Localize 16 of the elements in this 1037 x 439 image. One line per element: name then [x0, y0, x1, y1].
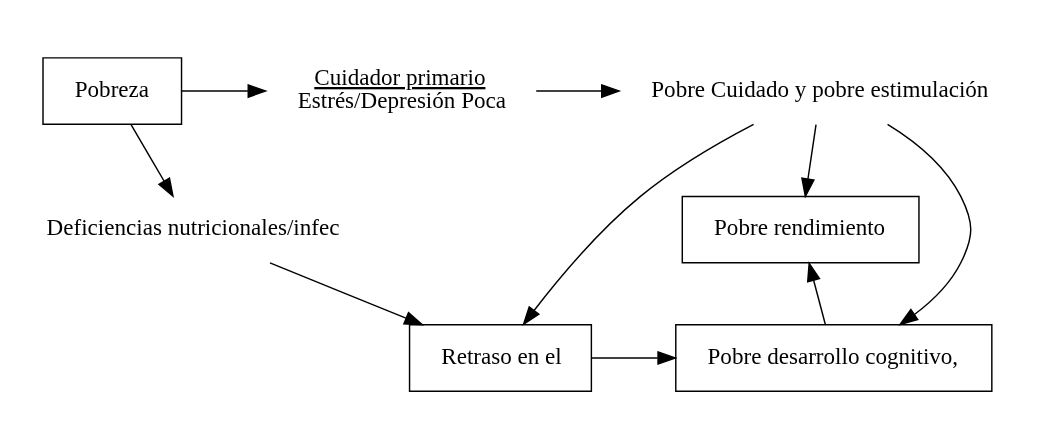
arrow: [806, 261, 827, 326]
arrow: [801, 123, 817, 199]
arrow: [522, 123, 755, 327]
node-text: Pobre Cuidado y pobre estimulación: [651, 75, 989, 102]
arrow: [886, 123, 972, 326]
node-box: Pobre rendimiento: [681, 195, 920, 264]
node-box: Pobreza: [42, 57, 183, 125]
arrow: [130, 123, 175, 199]
node-box: Retraso en el: [408, 324, 593, 392]
node-text: Cuidador primario Estrés/Depresión Poca: [297, 64, 506, 114]
arrow: [535, 84, 622, 99]
arrow: [590, 350, 678, 366]
arrow: [180, 84, 268, 99]
arrow: [269, 262, 425, 326]
node-box: Pobre desarrollo cognitivo,: [675, 324, 993, 392]
node-text: Deficiencias nutricionales/infec: [46, 214, 340, 241]
